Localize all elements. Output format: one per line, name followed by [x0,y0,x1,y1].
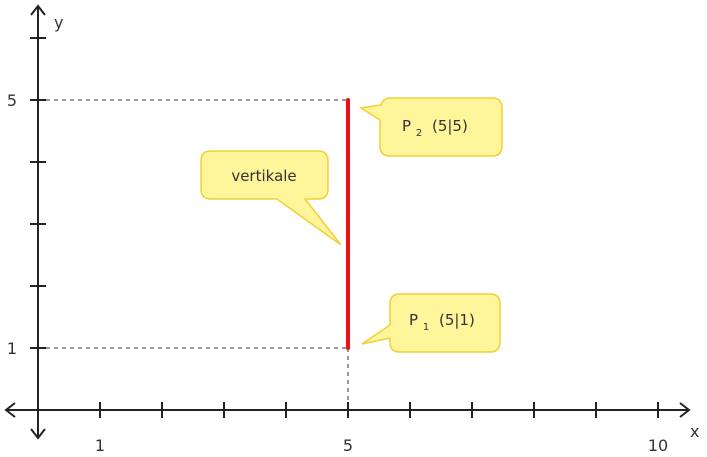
callout-p2: P 2 (5|5) [358,97,503,157]
y-axis-label: y [54,13,63,32]
callout-bubble [200,150,342,246]
segment-label: vertikale [231,167,296,185]
y-tick-label: 1 [7,339,17,358]
p1-label: P 1 (5|1) [409,311,475,334]
y-axis-ticks [30,37,46,349]
callout-vertikale: vertikale [200,150,342,246]
y-axis-arrow-bottom-icon [30,428,46,440]
p1-subscript: 1 [423,322,429,333]
x-axis-ticks [99,402,659,418]
p2-name: P [402,117,411,135]
p2-coords: (5|5) [432,117,468,135]
x-axis-arrow-right-icon [679,402,691,418]
x-axis-label: x [690,422,699,441]
p2-subscript: 2 [416,128,422,139]
p1-name: P [409,311,418,329]
p2-label: P 2 (5|5) [402,117,468,140]
y-axis-arrow-top-icon [30,4,46,16]
y-axis-tick-labels: 15 [7,91,17,358]
callout-bubble [358,97,503,157]
callout-bubble [361,293,501,353]
x-tick-label: 10 [648,436,668,455]
callout-p1: P 1 (5|1) [361,293,501,353]
x-axis-arrow-left-icon [4,402,16,418]
x-tick-label: 1 [95,436,105,455]
p1-coords: (5|1) [439,311,475,329]
x-tick-label: 5 [343,436,353,455]
y-tick-label: 5 [7,91,17,110]
